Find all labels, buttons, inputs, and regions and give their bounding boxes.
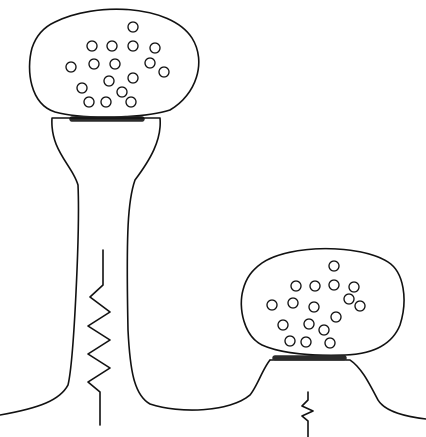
zigzag-neck-short [301, 391, 314, 437]
vesicle [318, 324, 330, 336]
vesicle [149, 42, 161, 54]
vesicle [158, 66, 170, 78]
dendritic-spine-tall [0, 117, 271, 416]
vesicle [100, 96, 112, 108]
vesicle [354, 300, 366, 312]
vesicle [343, 293, 355, 305]
vesicle [290, 280, 302, 292]
vesicle [127, 21, 139, 33]
vesicle [127, 72, 139, 84]
vesicle [127, 40, 139, 52]
vesicle [328, 279, 340, 291]
vesicle [106, 40, 118, 52]
vesicle [76, 82, 88, 94]
vesicle [65, 61, 77, 73]
presynaptic-terminal-top [28, 8, 200, 118]
vesicle [116, 86, 128, 98]
zigzag-neck-tall [87, 249, 111, 426]
dendritic-spine-short [269, 359, 426, 420]
vesicle [86, 40, 98, 52]
vesicle [300, 336, 312, 348]
vesicle [88, 58, 100, 70]
vesicle [324, 337, 336, 349]
vesicle [125, 96, 137, 108]
vesicle [287, 297, 299, 309]
vesicle [277, 319, 289, 331]
vesicle [303, 318, 315, 330]
vesicle-cluster-top [65, 21, 170, 108]
vesicle [309, 280, 321, 292]
vesicle [308, 301, 320, 313]
vesicle-cluster-bottom [266, 260, 366, 349]
vesicle [103, 75, 115, 87]
vesicle [144, 57, 156, 69]
vesicle [284, 335, 296, 347]
vesicle [348, 281, 360, 293]
vesicle [83, 96, 95, 108]
vesicle [330, 311, 342, 323]
vesicle [266, 299, 278, 311]
vesicle [109, 58, 121, 70]
presynaptic-terminal-bottom [240, 247, 405, 357]
vesicle [328, 260, 340, 272]
